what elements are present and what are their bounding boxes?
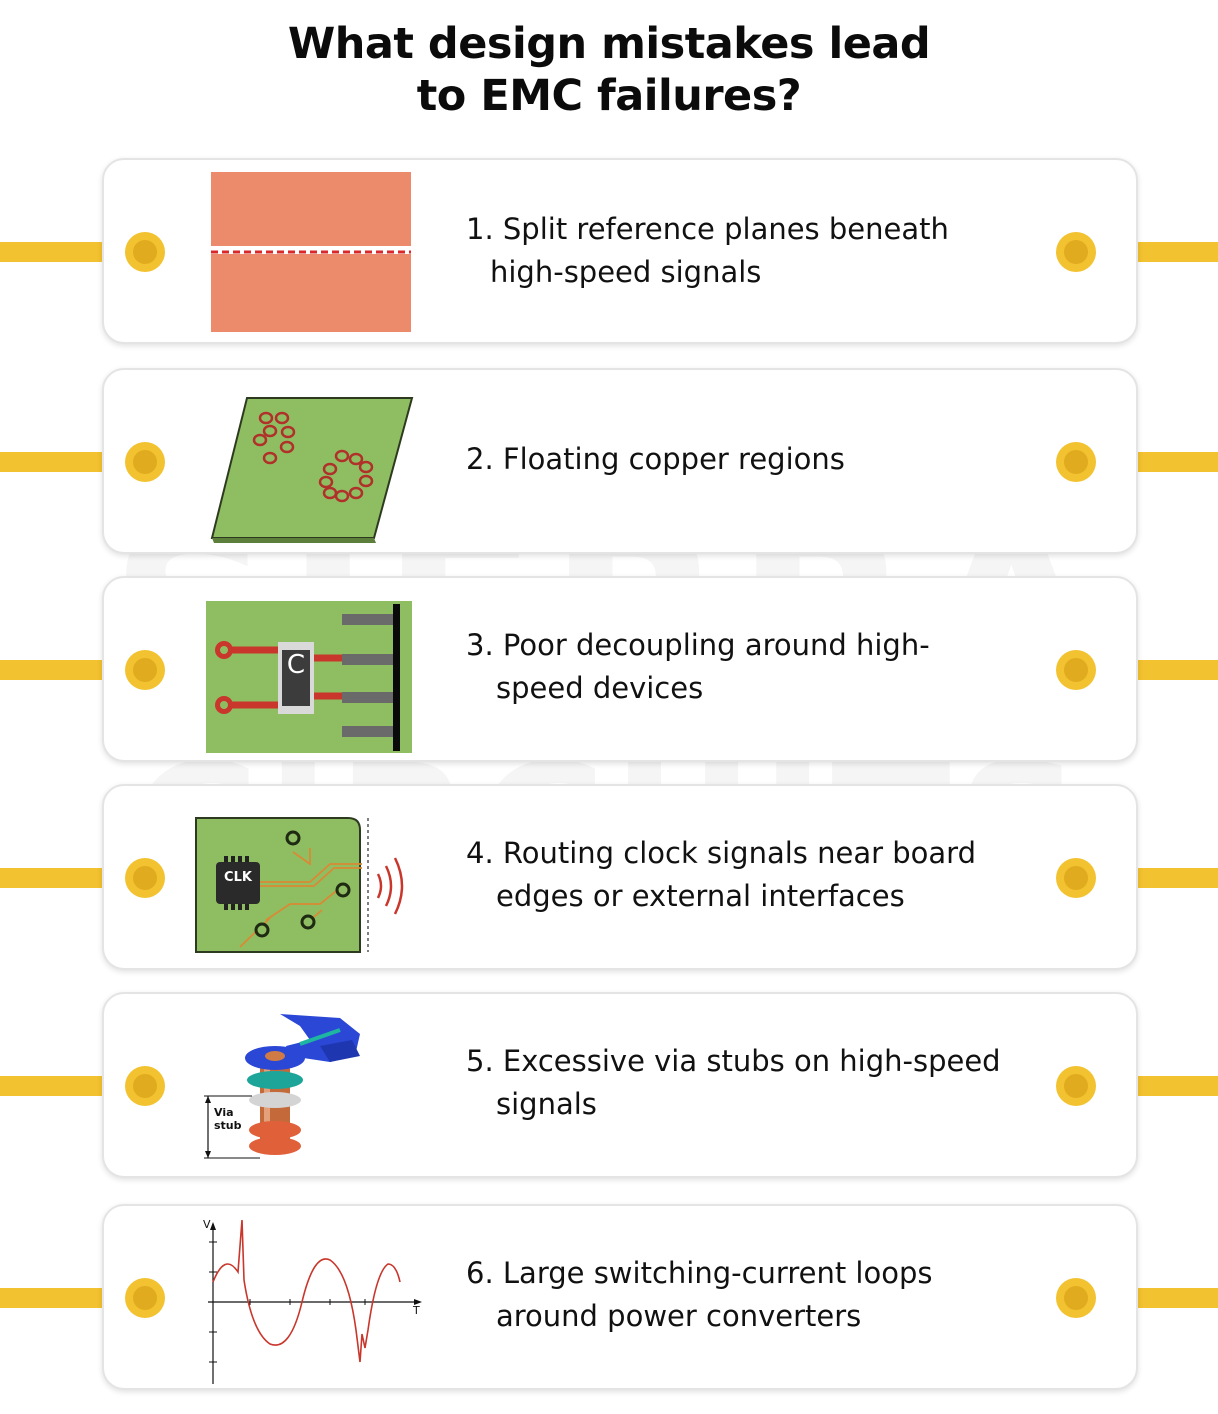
item-row-5: Via stub 5. Excessive via stubs on high-… [0,992,1218,1184]
item-row-6: V T 6. Large switching-current loops aro… [0,1204,1218,1396]
item-line-2: edges or external interfaces [496,879,905,913]
item-text: 1. Split reference planes beneath high-s… [466,208,1066,294]
switching-waveform-illustration [208,1219,422,1384]
stub-label: stub [214,1119,242,1132]
item-line-2: signals [496,1087,597,1121]
item-text: 5. Excessive via stubs on high-speed sig… [466,1040,1066,1126]
item-line-2: speed devices [496,671,704,705]
axis-t-label: T [413,1304,420,1317]
title-line-1: What design mistakes lead [287,19,931,69]
item-text: 6. Large switching-current loops around … [466,1252,1066,1338]
capacitor-label: C [286,650,306,680]
via-stub-label: Via stub [214,1106,242,1132]
item-line-2: around power converters [496,1299,862,1333]
connector-dot-left [125,858,165,898]
decoupling-illustration [206,601,412,753]
connector-dot-left [125,232,165,272]
title-line-2: to EMC failures? [416,71,802,121]
connector-dot-right [1056,442,1096,482]
item-row-4: CLK 4. Routing clock signals near board … [0,784,1218,976]
connector-dot-right [1056,650,1096,690]
connector-dot-right [1056,1066,1096,1106]
item-line-1: 6. Large switching-current loops [466,1256,933,1290]
connector-dot-right [1056,232,1096,272]
item-row-1: 1. Split reference planes beneath high-s… [0,158,1218,350]
connector-dot-left [125,1066,165,1106]
clock-routing-illustration [195,817,404,953]
split-plane-illustration [211,172,411,332]
via-label: Via [214,1106,234,1119]
item-row-2: 2. Floating copper regions [0,368,1218,560]
item-line-1: 2. Floating copper regions [466,442,845,476]
clk-chip-label: CLK [224,870,252,885]
connector-dot-right [1056,858,1096,898]
item-line-1: 4. Routing clock signals near board [466,836,976,870]
connector-dot-left [125,650,165,690]
item-row-3: C 3. Poor decoupling around high- speed … [0,576,1218,768]
floating-copper-illustration [210,397,414,543]
item-line-1: 1. Split reference planes beneath [466,212,949,246]
via-stub-illustration [204,1014,360,1159]
item-card [102,1204,1138,1390]
item-text: 3. Poor decoupling around high- speed de… [466,624,1066,710]
connector-dot-left [125,1278,165,1318]
connector-dot-right [1056,1278,1096,1318]
axis-v-label: V [203,1218,211,1231]
item-text: 2. Floating copper regions [466,438,1066,481]
item-line-1: 5. Excessive via stubs on high-speed [466,1044,1001,1078]
item-line-2: high-speed signals [490,255,762,289]
item-line-1: 3. Poor decoupling around high- [466,628,930,662]
page-title: What design mistakes lead to EMC failure… [0,18,1218,122]
item-text: 4. Routing clock signals near board edge… [466,832,1066,918]
connector-dot-left [125,442,165,482]
